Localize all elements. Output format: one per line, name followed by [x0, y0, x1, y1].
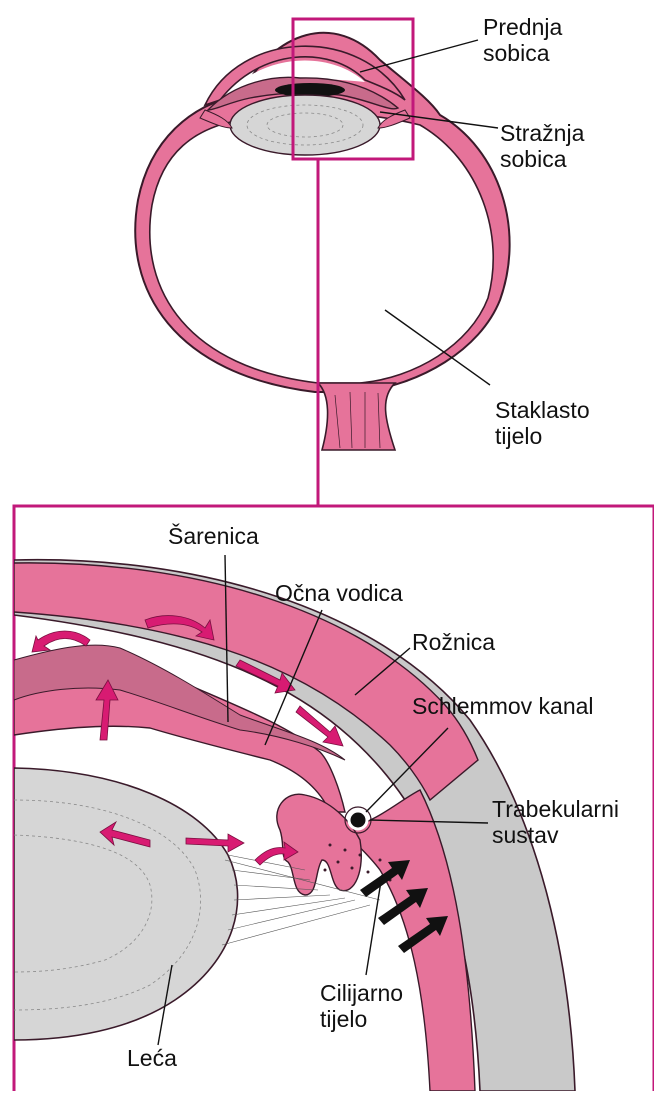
label-lens: Leća: [127, 1045, 177, 1071]
label-ciliary-body: Cilijarno tijelo: [320, 980, 403, 1032]
label-iris: Šarenica: [168, 523, 259, 549]
label-schlemm-canal: Schlemmov kanal: [412, 693, 594, 719]
label-trabecular-meshwork: Trabekularni sustav: [492, 796, 619, 848]
lens-top: [230, 95, 380, 155]
label-posterior-chamber: Stražnja sobica: [500, 120, 584, 172]
label-aqueous-humor: Očna vodica: [275, 580, 403, 606]
label-vitreous-body: Staklasto tijelo: [495, 397, 590, 449]
optic-nerve: [318, 383, 395, 450]
label-cornea: Rožnica: [412, 629, 495, 655]
schlemm-canal: [349, 811, 367, 829]
eyeball-cross-section: [135, 33, 509, 450]
label-anterior-chamber: Prednja sobica: [483, 14, 562, 66]
